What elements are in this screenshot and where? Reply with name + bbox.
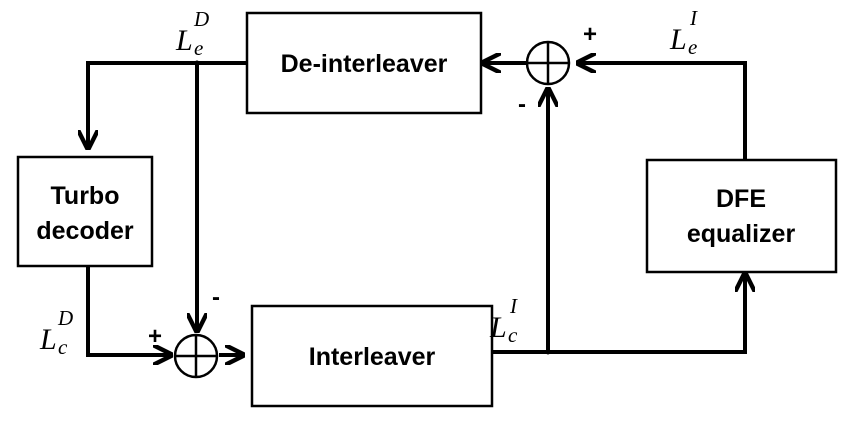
svg-text:L: L: [669, 23, 687, 56]
top-sum-plus-sign: +: [583, 21, 597, 48]
deinterleaver-label: De-interleaver: [281, 50, 448, 78]
wire-deinterleaver-to-turbo: [88, 61, 247, 150]
svg-text:c: c: [58, 335, 68, 359]
svg-text:L: L: [175, 24, 193, 57]
svg-text:D: D: [193, 7, 209, 31]
wire-dfe-to-top-sum: [576, 63, 747, 160]
svg-text:D: D: [57, 306, 73, 330]
label-le-d: L D e: [175, 7, 209, 60]
label-le-i: L I e: [669, 6, 698, 59]
deinterleaver-block: De-interleaver: [245, 11, 483, 115]
wire-turbo-to-bottom-sum: [86, 267, 173, 355]
svg-text:e: e: [194, 36, 203, 60]
top-summing-junction: [525, 40, 571, 86]
junction-dot-led: [194, 60, 200, 66]
top-sum-minus-sign: -: [518, 91, 526, 118]
svg-text:I: I: [509, 294, 518, 318]
svg-text:e: e: [688, 35, 697, 59]
bottom-sum-minus-sign: -: [212, 284, 220, 311]
interleaver-block: Interleaver: [250, 304, 494, 408]
label-lc-d: L D c: [39, 306, 73, 359]
junction-dot-lci: [545, 349, 551, 355]
turbo-decoder-block: Turbo decoder: [16, 155, 154, 268]
label-lc-i: L I c: [489, 294, 518, 347]
dfe-equalizer-label-line2: equalizer: [687, 220, 796, 248]
svg-text:c: c: [508, 323, 518, 347]
dfe-equalizer-label-line1: DFE: [716, 185, 766, 213]
turbo-decoder-label-line1: Turbo: [51, 182, 120, 210]
wire-interleaver-to-dfe: [492, 272, 745, 354]
dfe-equalizer-block: DFE equalizer: [645, 158, 838, 274]
bottom-summing-junction: [173, 333, 219, 379]
svg-text:L: L: [39, 323, 57, 356]
turbo-decoder-label-line2: decoder: [36, 217, 134, 245]
interleaver-label: Interleaver: [309, 343, 436, 371]
bottom-sum-plus-sign: +: [148, 323, 162, 350]
svg-text:L: L: [489, 311, 507, 344]
svg-text:I: I: [689, 6, 698, 30]
